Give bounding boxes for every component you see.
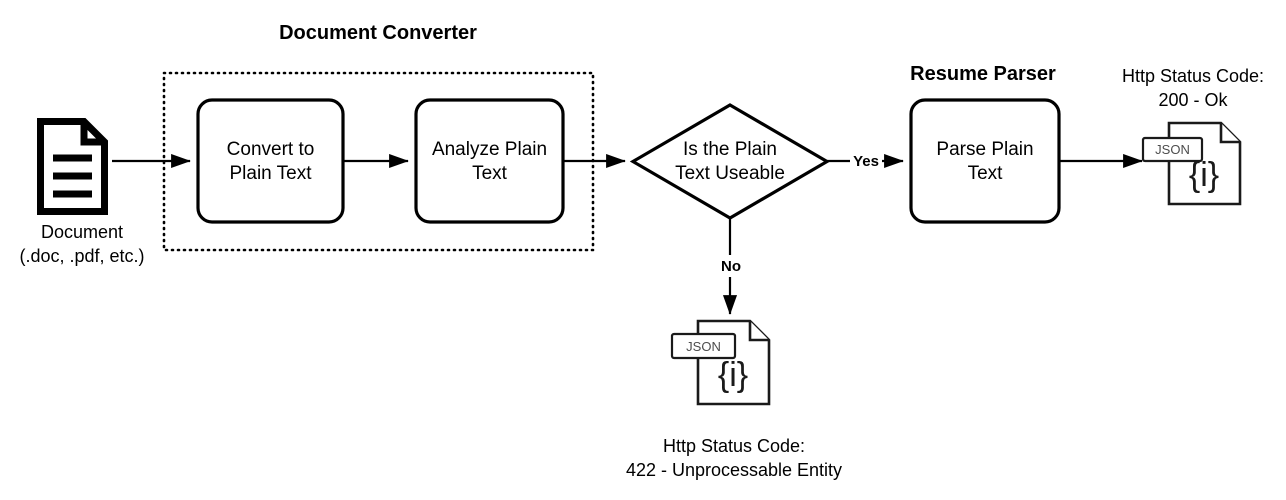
document-converter-group-title: Document Converter bbox=[279, 22, 477, 44]
node-parse-label-line2: Text bbox=[968, 163, 1004, 184]
failure-json-badge-label: JSON bbox=[686, 339, 721, 354]
success-status-caption-line2: 200 - Ok bbox=[1158, 90, 1228, 110]
failure-status-caption-line1: Http Status Code: bbox=[663, 436, 805, 456]
failure-json-file-icon: {i} JSON bbox=[670, 319, 771, 406]
edge-label-yes-background bbox=[850, 150, 882, 172]
failure-json-glyph: {i} bbox=[718, 356, 748, 394]
node-analyze-label-line1: Analyze Plain bbox=[432, 139, 547, 160]
success-json-glyph: {i} bbox=[1189, 156, 1219, 194]
failure-status-caption-line2: 422 - Unprocessable Entity bbox=[626, 460, 842, 480]
success-json-badge-label: JSON bbox=[1155, 142, 1190, 157]
node-parse-label-line1: Parse Plain bbox=[936, 139, 1033, 160]
success-status-caption-line1: Http Status Code: bbox=[1122, 66, 1264, 86]
edge-label-no: No bbox=[721, 258, 741, 275]
document-caption-line1: Document bbox=[41, 222, 123, 242]
failure-json-badge bbox=[670, 332, 737, 360]
node-convert-label-line1: Convert to bbox=[227, 139, 315, 160]
node-analyze-plain-text[interactable] bbox=[414, 98, 565, 224]
edge-label-yes: Yes bbox=[853, 153, 879, 170]
edge-label-no-background bbox=[716, 255, 745, 277]
success-json-badge bbox=[1141, 136, 1204, 163]
node-parse-plain-text[interactable] bbox=[909, 98, 1061, 224]
document-caption-line2: (.doc, .pdf, etc.) bbox=[19, 246, 144, 266]
node-convert-to-plain-text[interactable] bbox=[196, 98, 345, 224]
success-json-file-icon: {i} JSON bbox=[1141, 121, 1242, 206]
node-convert-label-line2: Plain Text bbox=[229, 163, 312, 184]
node-decision-label-line2: Text Useable bbox=[675, 163, 785, 184]
node-analyze-label-line2: Text bbox=[472, 163, 508, 184]
document-icon bbox=[37, 118, 108, 215]
resume-parser-group-title: Resume Parser bbox=[910, 63, 1056, 85]
node-decision-is-plain-text-useable[interactable] bbox=[629, 103, 831, 220]
node-decision-label-line1: Is the Plain bbox=[683, 139, 777, 160]
